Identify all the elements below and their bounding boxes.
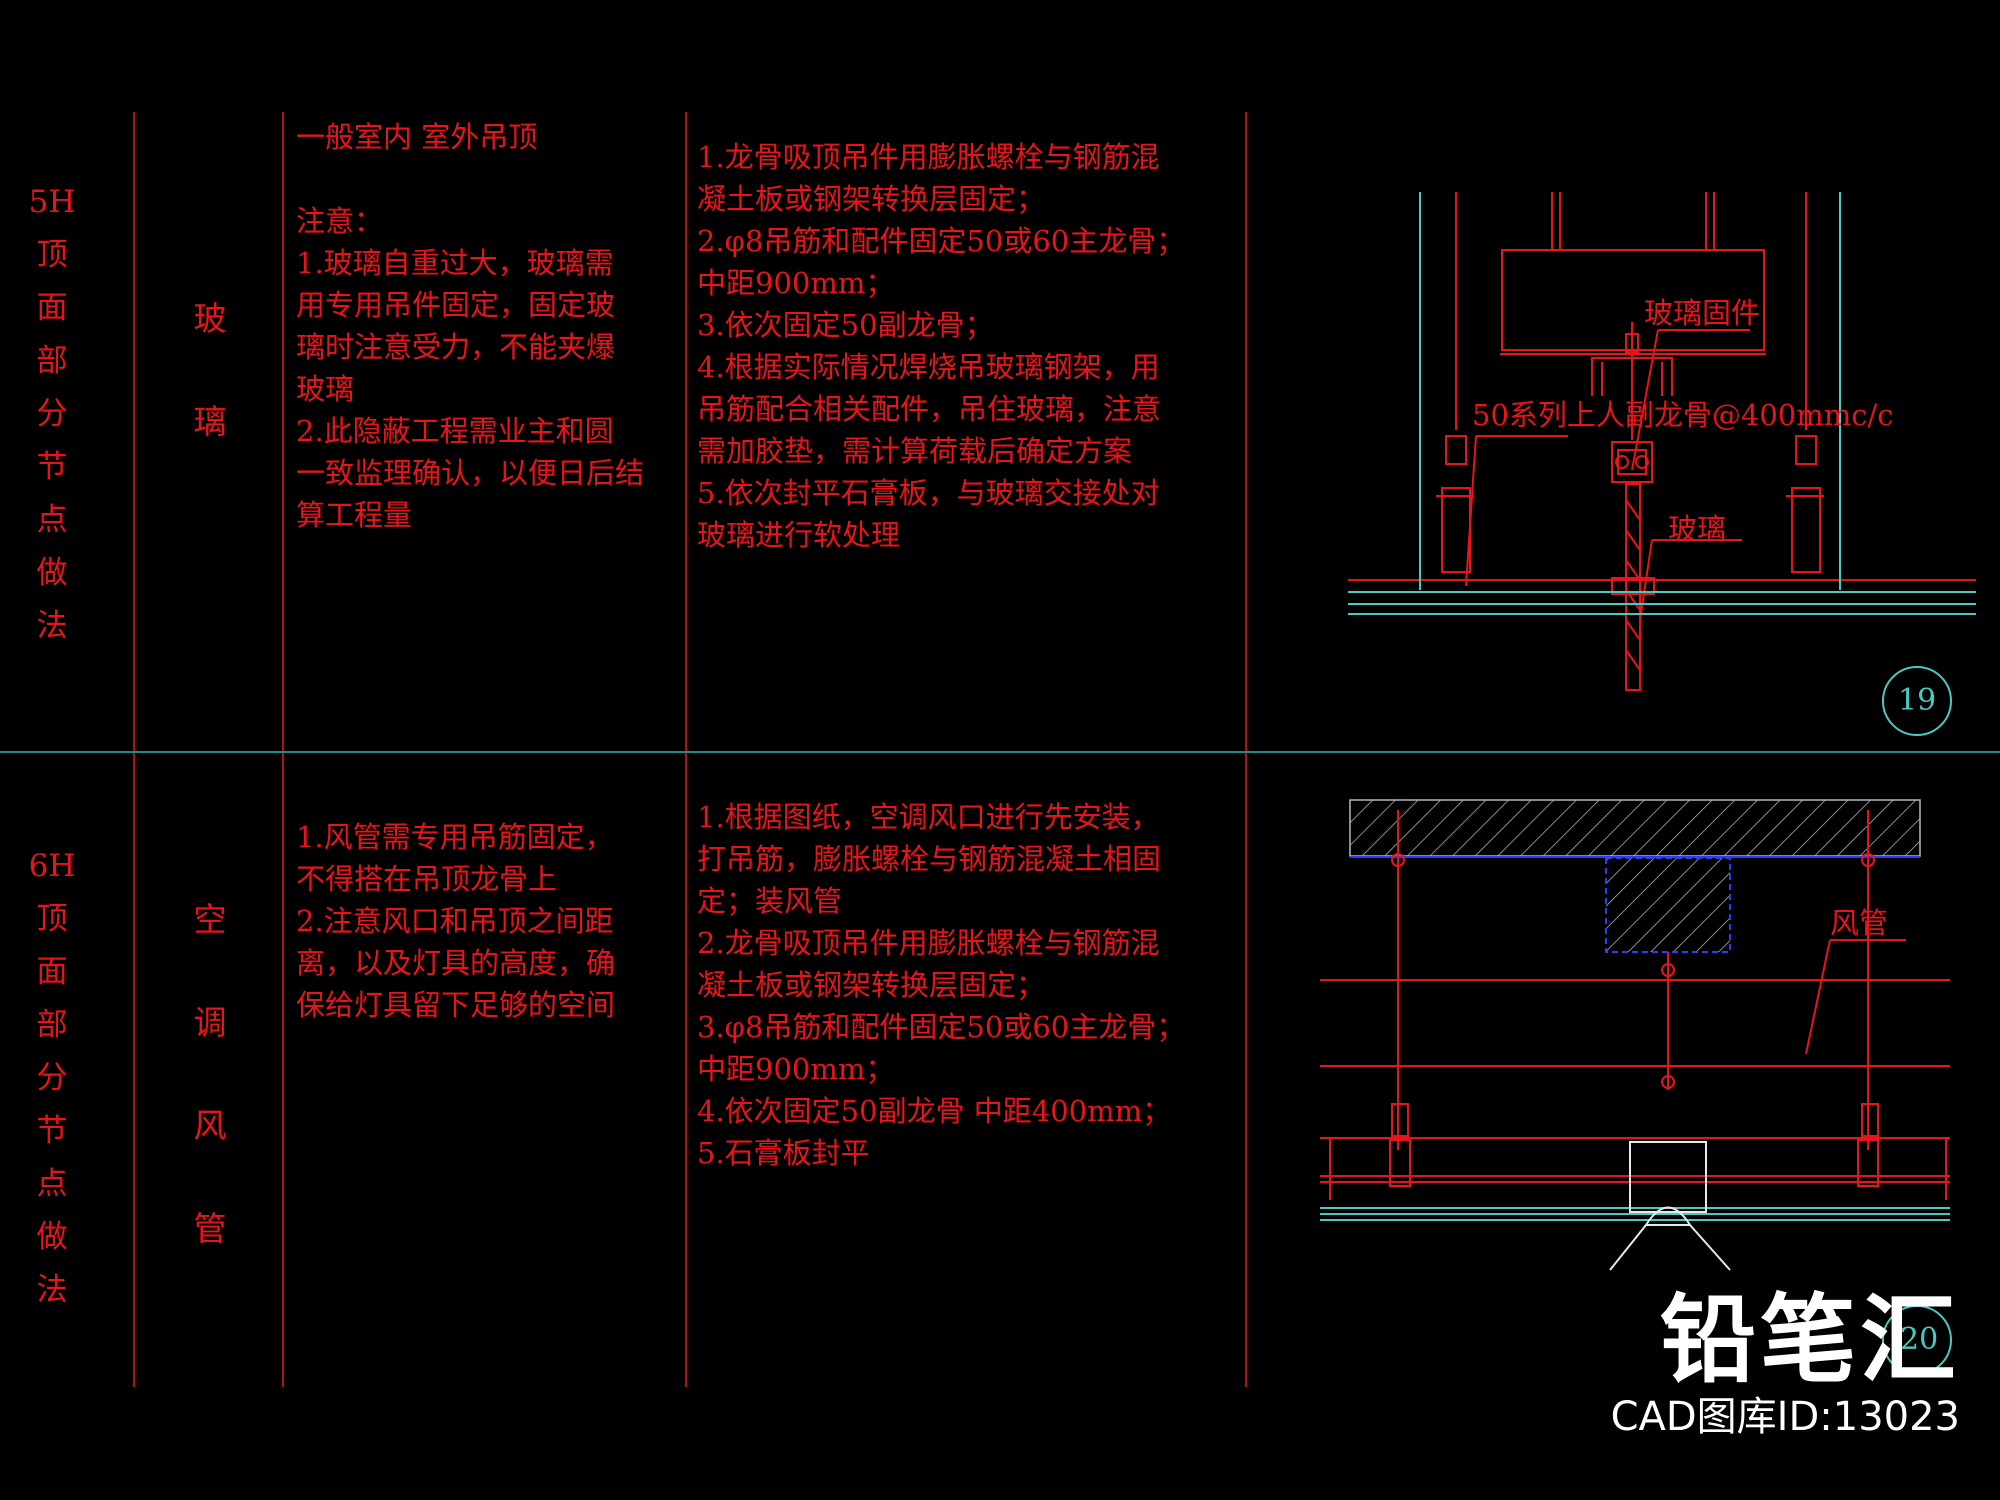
grid-line-1 [133,112,135,1387]
label-secondary-keel: 50系列上人副龙骨@400mmc/c [1472,398,1894,432]
row1-material: 玻 璃 [193,299,227,441]
grid-line-2 [282,112,284,1387]
label-glass-fixing: 玻璃固件 [1644,296,1761,330]
detail-number-20: 20 [1900,1322,1939,1357]
library-id: CAD图库ID:13023 [1610,1394,1960,1440]
row2-notes: 1.风管需专用吊筋固定， 不得搭在吊顶龙骨上 2.注意风口和吊顶之间距 离，以及… [296,820,616,1022]
grid-line-4 [1245,112,1247,1387]
row-divider [0,751,2000,753]
row1-notes: 一般室内 室外吊顶 注意： 1.玻璃自重过大，玻璃需 用专用吊件固定，固定玻 璃… [296,120,645,532]
label-duct: 风管 [1830,906,1889,940]
row2-material: 空 调 风 管 [193,900,227,1248]
brand-logo: 铅笔汇 [1660,1284,1960,1396]
detail-number-19: 19 [1898,683,1937,718]
row1-method: 1.龙骨吸顶吊件用膨胀螺栓与钢筋混 凝土板或钢架转换层固定； 2.φ8吊筋和配件… [697,140,1186,552]
label-glass: 玻璃 [1668,512,1727,546]
grid-line-3 [685,112,687,1387]
row2-method: 1.根据图纸，空调风口进行先安装， 打吊筋，膨胀螺栓与钢筋混凝土相固 定；装风管… [697,800,1186,1170]
